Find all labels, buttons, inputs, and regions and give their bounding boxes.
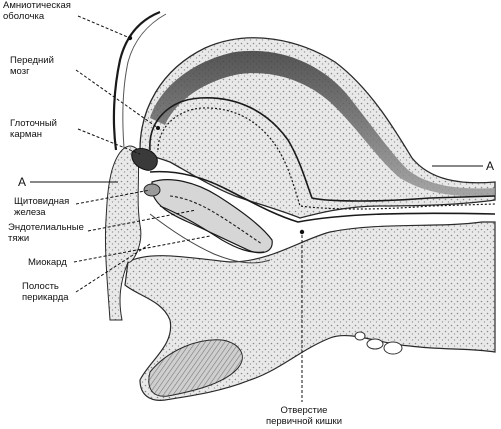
label-forebrain-line-2: мозг <box>10 66 30 77</box>
label-pericard-line-1: Полость <box>22 281 59 292</box>
label-gut-opening-line-2: первичной кишки <box>265 416 343 427</box>
label-myocard: Миокард <box>28 257 67 268</box>
leader-endothelial <box>87 209 197 232</box>
label-thyroid-line-2: железа <box>14 207 46 218</box>
label-forebrain-line-1: Передний <box>10 55 54 66</box>
label-forebrain: Передний мозг <box>10 55 54 77</box>
leader-amnion <box>77 15 131 39</box>
pharyngeal-pouch <box>131 148 158 171</box>
label-endothelial: Эндотелиальные тяжи <box>8 222 84 244</box>
label-gut-opening-line-1: Отверстие <box>280 405 328 416</box>
label-pharynx: Глоточный карман <box>10 118 57 140</box>
dot-forebrain <box>156 126 160 130</box>
pericardial-cavity <box>149 213 271 264</box>
label-pericard: Полость перикарда <box>22 281 69 303</box>
forebrain-wall <box>149 97 496 202</box>
amniotic-membrane <box>112 10 161 151</box>
cavity-1 <box>366 338 384 350</box>
label-amnion: Амниотическая оболочка <box>3 0 71 22</box>
section-marker-right: A <box>486 159 495 173</box>
dot-amnion <box>127 35 133 41</box>
lower-fold <box>148 339 243 397</box>
leader-myocard <box>73 235 211 263</box>
foregut-tube <box>149 170 496 223</box>
label-gut-opening: Отверстие первичной кишки <box>262 405 346 427</box>
cavity-3 <box>354 331 366 341</box>
thyroid-gland <box>143 183 161 197</box>
leader-thyroid <box>75 189 151 205</box>
label-endothelial-line-2: тяжи <box>8 233 30 244</box>
endothelial-cords <box>169 195 263 245</box>
forebrain-lumen <box>157 107 496 210</box>
cavity-2 <box>383 341 403 355</box>
leader-pharynx <box>77 128 141 155</box>
dorsal-dark-band <box>150 50 495 197</box>
label-myocard-line-1: Миокард <box>28 257 67 268</box>
label-pharynx-line-1: Глоточный <box>10 118 57 129</box>
label-amnion-line-1: Амниотическая <box>3 0 71 11</box>
label-amnion-line-2: оболочка <box>3 11 45 22</box>
left-mesenchyme <box>104 145 142 321</box>
amniotic-membrane-inner <box>122 13 167 149</box>
label-thyroid: Щитовидная железа <box>14 196 69 218</box>
leader-forebrain <box>75 69 159 129</box>
section-marker-left: A <box>18 175 27 189</box>
label-pericard-line-2: перикарда <box>22 292 69 303</box>
label-pharynx-line-2: карман <box>10 129 42 140</box>
label-endothelial-line-1: Эндотелиальные <box>8 222 84 233</box>
label-thyroid-line-1: Щитовидная <box>14 196 70 207</box>
dot-gut-opening <box>299 229 305 235</box>
